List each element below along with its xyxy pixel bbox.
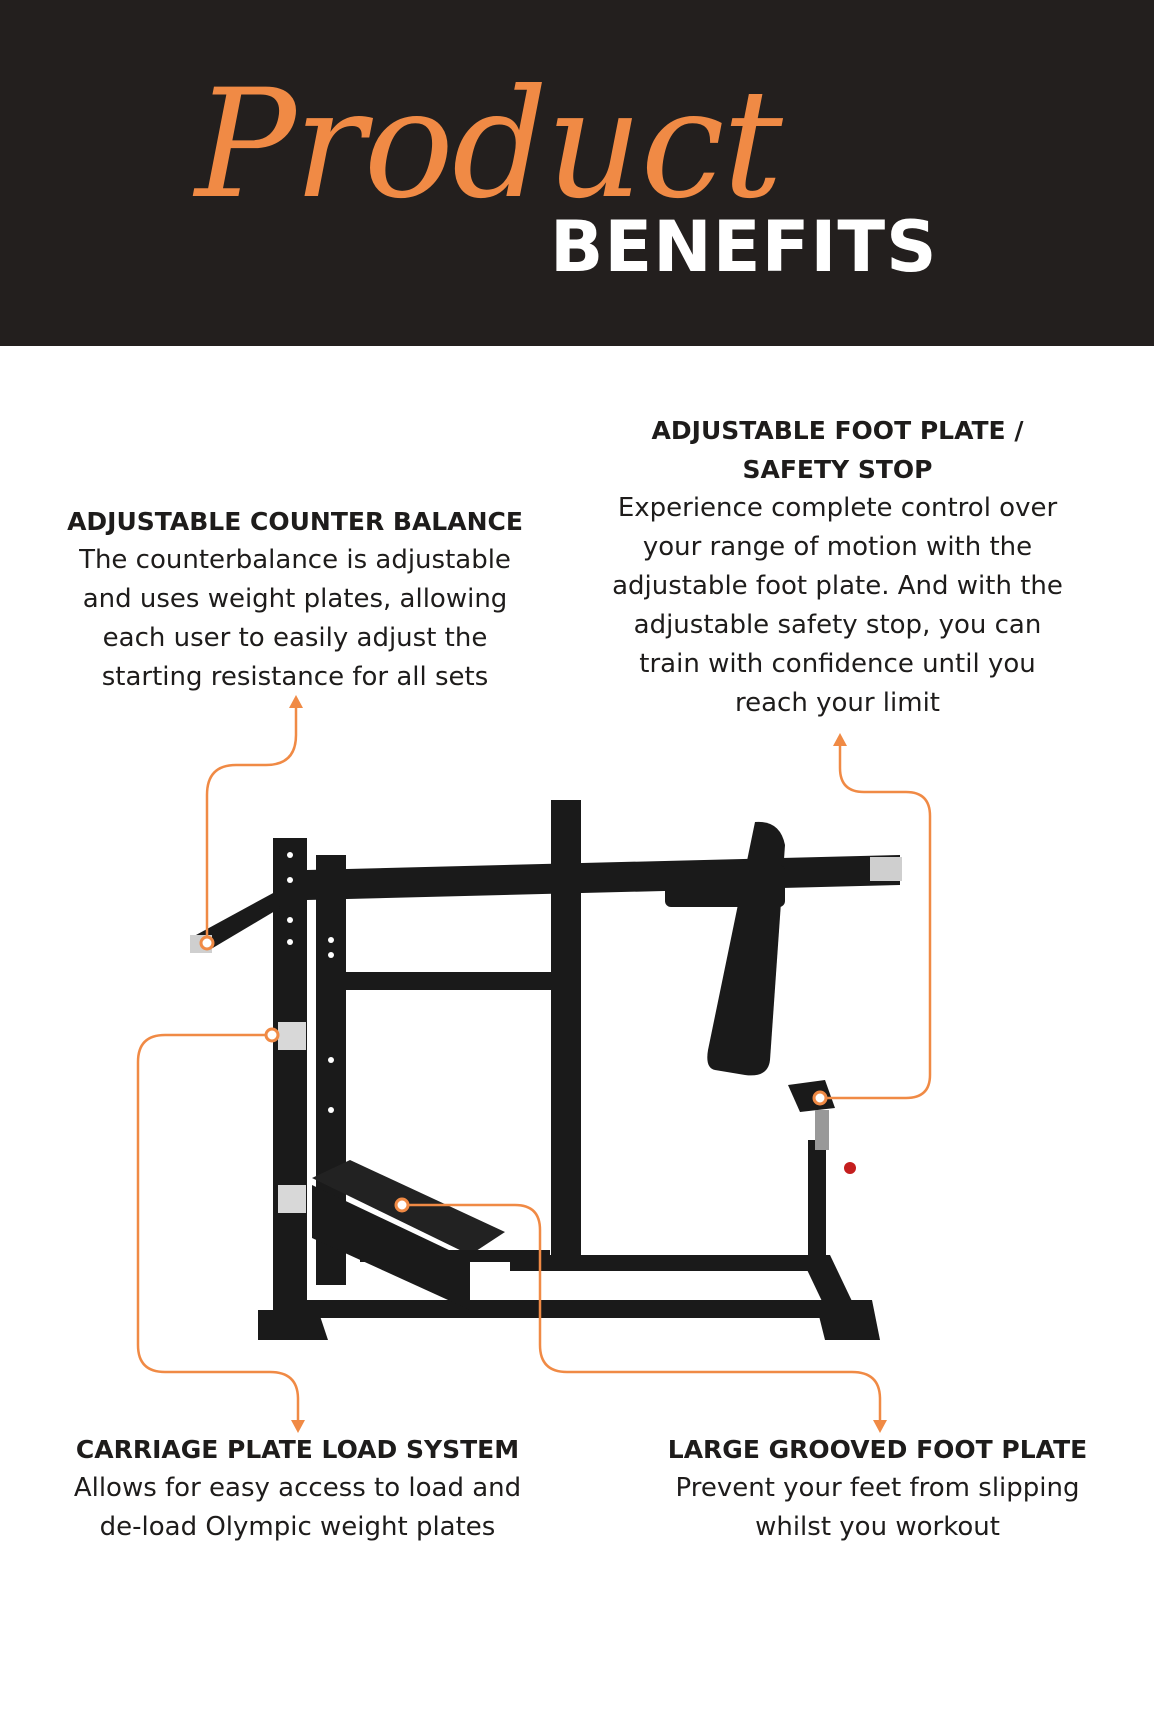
feature-title: SAFETY STOP [742,455,933,484]
feature-line: your range of motion with the [642,532,1033,562]
feature-line: adjustable safety stop, you can [633,610,1042,640]
feature-line: train with confidence until you [639,649,1036,679]
callout-line-safety-stop [822,738,932,1100]
callout-line-carriage [136,1033,300,1425]
feature-title: ADJUSTABLE COUNTER BALANCE [67,507,523,536]
callout-dot [199,935,215,951]
foot-plate-support [312,1185,470,1310]
safety-stop-post [808,1140,826,1270]
feature-foot-plate-safety-stop: ADJUSTABLE FOOT PLATE / SAFETY STOP Expe… [590,411,1085,723]
foot-pad-left [258,1310,328,1340]
feature-line: The counterbalance is adjustable [79,545,511,575]
base-rail [300,1300,830,1318]
feature-line: adjustable foot plate. And with the [612,571,1063,601]
feature-line: starting resistance for all sets [101,662,489,692]
base-cross-rail [510,1255,830,1271]
safety-stop-plate [788,1080,835,1112]
callout-line-foot-plate [402,1203,882,1425]
header-bold-word: BENEFITS [550,206,938,288]
safety-stop-adjuster [815,1110,829,1150]
carriage-rail [360,1250,550,1262]
callout-dot [264,1027,280,1043]
middle-beam [323,972,553,990]
pop-pin-knob [844,1162,856,1174]
arrow-down-icon [873,1420,887,1433]
shoulder-pad [665,865,785,907]
feature-line: and uses weight plates, allowing [82,584,508,614]
arrow-down-icon [291,1420,305,1433]
machine-image [190,800,902,1340]
counter-balance-arm [196,892,280,952]
header-banner: Product BENEFITS [0,0,1154,346]
callout-dot [812,1090,828,1106]
feature-carriage-plate-load: CARRIAGE PLATE LOAD SYSTEM Allows for ea… [50,1430,545,1547]
middle-bracket [560,972,574,1006]
upright-holes [287,852,334,1113]
feature-line: each user to easily adjust the [102,623,488,653]
header-script-word: Product [195,58,783,232]
feature-line: Prevent your feet from slipping [675,1473,1080,1503]
feature-line: de-load Olympic weight plates [99,1512,496,1542]
callout-lines [136,700,932,1425]
feature-line: Allows for easy access to load and [73,1473,522,1503]
feature-title: CARRIAGE PLATE LOAD SYSTEM [75,1435,520,1464]
callout-line-counter-balance [205,700,298,940]
feature-grooved-foot-plate: LARGE GROOVED FOOT PLATE Prevent your fe… [625,1430,1130,1547]
plate-sleeve-lower [278,1185,306,1213]
feature-title: LARGE GROOVED FOOT PLATE [667,1435,1088,1464]
arrow-up-icon [833,733,847,746]
upright-left-front [273,838,307,1313]
plate-sleeve-upper [278,1022,306,1050]
feature-line: Experience complete control over [617,493,1058,523]
top-beam-sleeve [870,857,902,881]
callout-dot [394,1197,410,1213]
callout-arrowheads [289,695,887,1433]
feature-line: reach your limit [734,688,940,718]
feature-line: whilst you workout [755,1512,1000,1542]
feature-counter-balance: ADJUSTABLE COUNTER BALANCE The counterba… [50,502,540,697]
arrow-up-icon [289,695,303,708]
callout-dots [199,935,828,1213]
top-beam [307,855,900,900]
feature-title: ADJUSTABLE FOOT PLATE / [651,416,1024,445]
foot-pad-right [815,1300,880,1340]
